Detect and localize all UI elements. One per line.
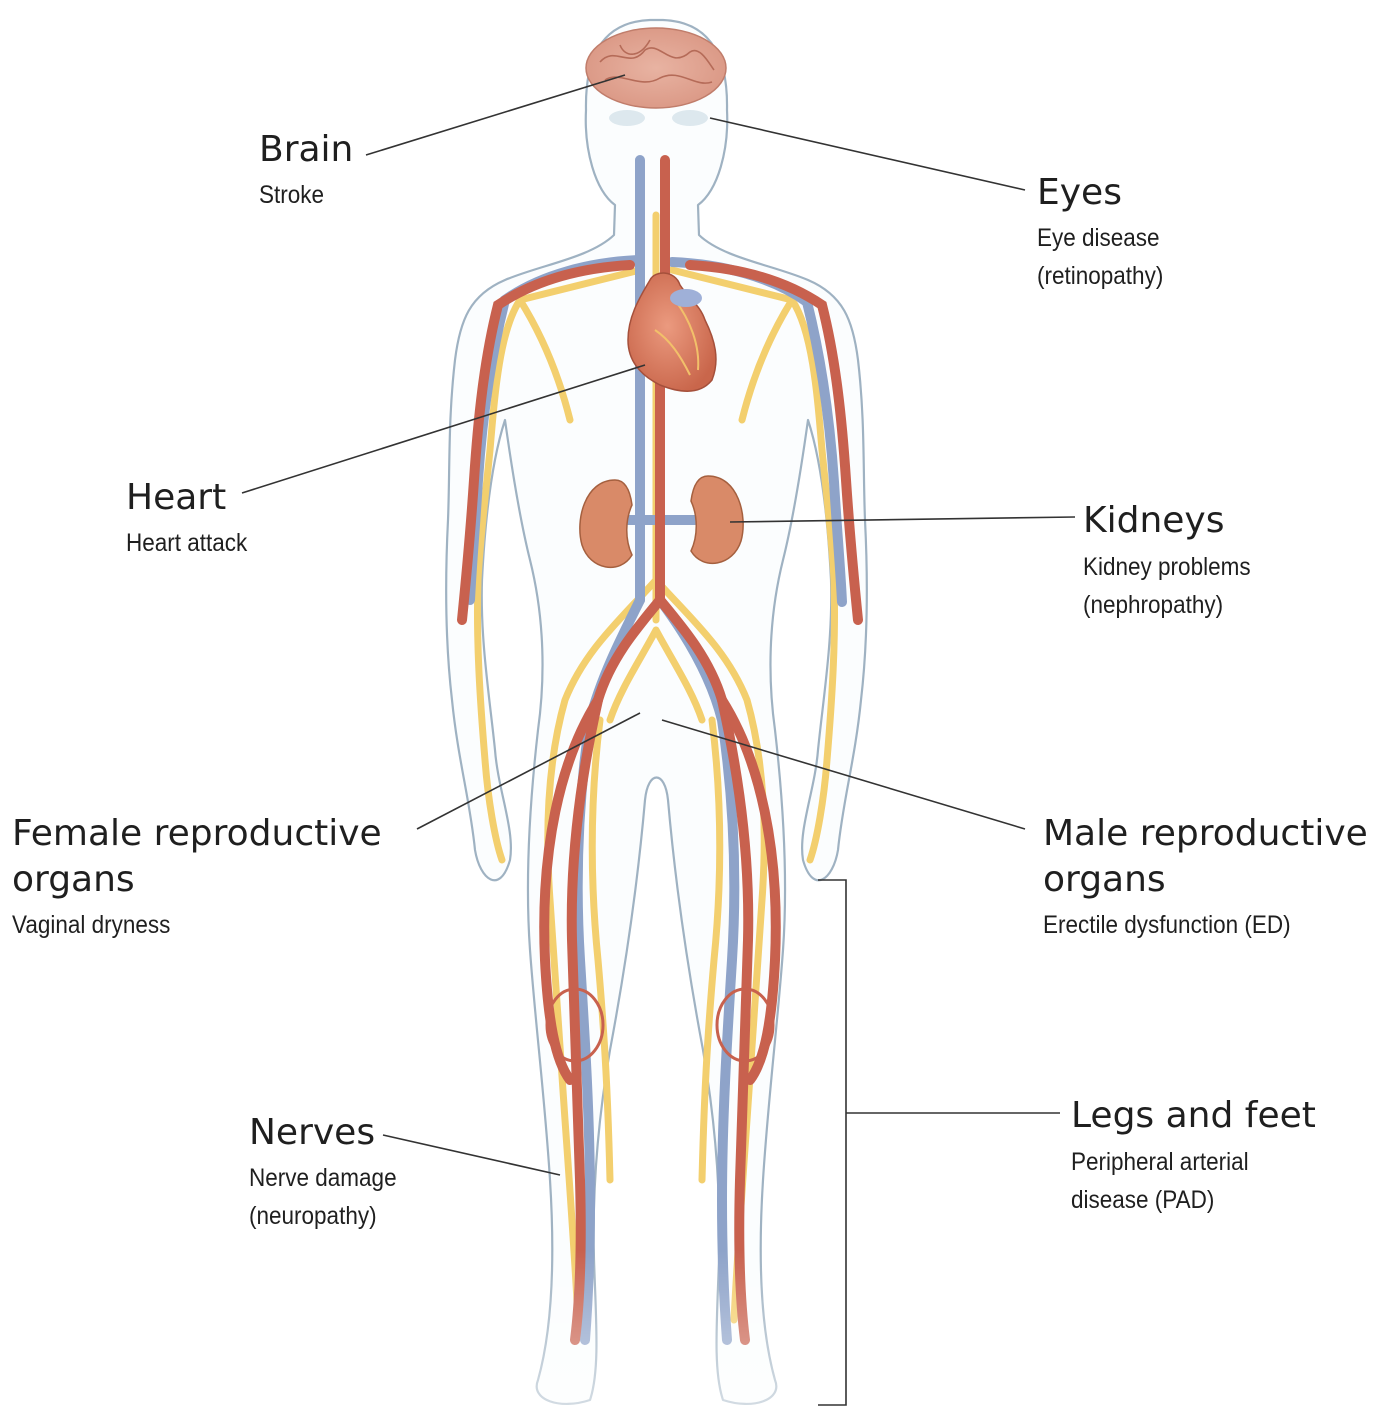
legs-subtitle-line1: Peripheral arterial bbox=[1071, 1143, 1249, 1181]
female-subtitle: Vaginal dryness bbox=[12, 906, 170, 944]
legs-bracket bbox=[818, 880, 846, 1405]
eyes-leader bbox=[710, 118, 1025, 190]
nerves-subtitle-line1: Nerve damage bbox=[249, 1159, 397, 1197]
legs-title: Legs and feet bbox=[1071, 1093, 1316, 1139]
heart-subtitle: Heart attack bbox=[126, 524, 247, 562]
female-title-line2: organs bbox=[12, 857, 135, 903]
nerves-subtitle-line2: (neuropathy) bbox=[249, 1197, 377, 1235]
eyes-subtitle-line2: (retinopathy) bbox=[1037, 257, 1163, 295]
legs-subtitle-line2: disease (PAD) bbox=[1071, 1181, 1214, 1219]
eyes-subtitle-line1: Eye disease bbox=[1037, 219, 1160, 257]
male-title-line1: Male reproductive bbox=[1043, 811, 1368, 857]
nerves-title: Nerves bbox=[249, 1110, 375, 1156]
male-subtitle: Erectile dysfunction (ED) bbox=[1043, 906, 1291, 944]
male-title-line2: organs bbox=[1043, 857, 1166, 903]
kidneys-subtitle-line2: (nephropathy) bbox=[1083, 586, 1223, 624]
kidneys-subtitle-line1: Kidney problems bbox=[1083, 548, 1251, 586]
nerves-leader bbox=[383, 1135, 560, 1175]
brain-title: Brain bbox=[259, 127, 353, 173]
kidneys-title: Kidneys bbox=[1083, 498, 1225, 544]
female-title-line1: Female reproductive bbox=[12, 811, 382, 857]
eyes-title: Eyes bbox=[1037, 170, 1122, 216]
heart-title: Heart bbox=[126, 475, 226, 521]
brain-subtitle: Stroke bbox=[259, 176, 324, 214]
